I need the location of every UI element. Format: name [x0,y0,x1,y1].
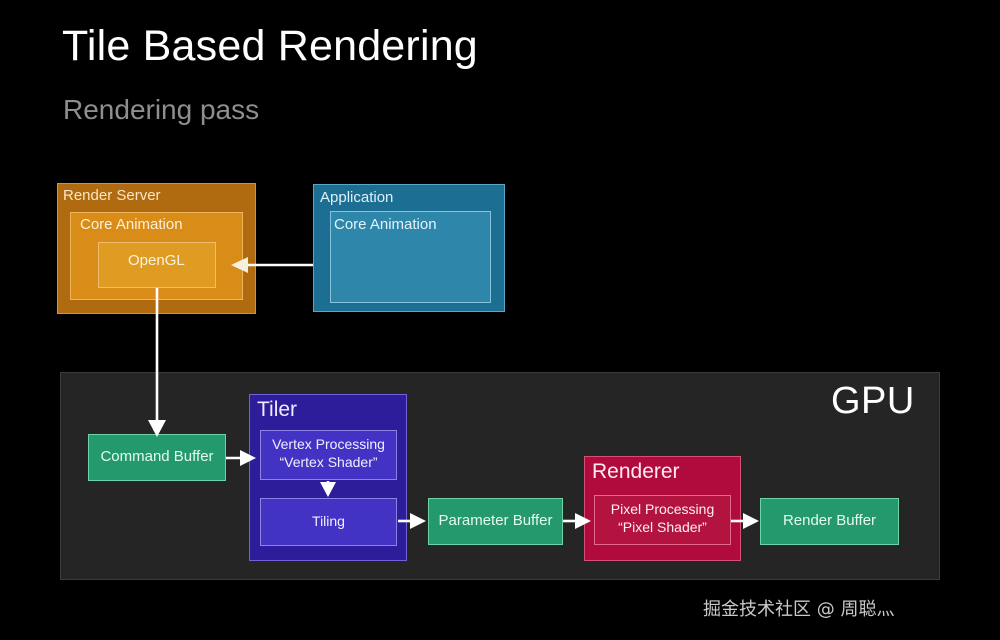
tiling-label: Tiling [312,513,345,529]
tiler-label: Tiler [257,398,298,421]
render-buffer-box: Render Buffer [760,498,899,545]
opengl-box [98,242,216,288]
render-server-label: Render Server [63,187,161,204]
pixel-processing-label-line1: Pixel Processing [610,501,715,517]
page-subtitle: Rendering pass [63,94,260,125]
page-title: Tile Based Rendering [62,22,478,70]
vertex-processing-box: Vertex Processing “Vertex Shader” [260,430,397,480]
tiling-box: Tiling [260,498,397,546]
application-core-animation-box [330,211,491,303]
parameter-buffer-label: Parameter Buffer [438,512,553,529]
command-buffer-label: Command Buffer [100,448,214,465]
watermark: 掘金技术社区 @ 周聪灬 [703,599,895,620]
pixel-processing-label-line2: “Pixel Shader” [618,519,707,535]
command-buffer-box: Command Buffer [88,434,226,481]
parameter-buffer-box: Parameter Buffer [428,498,563,545]
renderer-label: Renderer [592,460,680,483]
render-buffer-label: Render Buffer [782,512,877,529]
render-server-core-animation-label: Core Animation [80,216,183,233]
opengl-label: OpenGL [128,252,185,269]
application-core-animation-label: Core Animation [334,216,437,233]
vertex-processing-label-line1: Vertex Processing [272,436,385,452]
application-label: Application [320,189,394,206]
gpu-label: GPU [831,380,915,422]
vertex-processing-label-line2: “Vertex Shader” [279,454,378,470]
pixel-processing-box: Pixel Processing “Pixel Shader” [594,495,731,545]
